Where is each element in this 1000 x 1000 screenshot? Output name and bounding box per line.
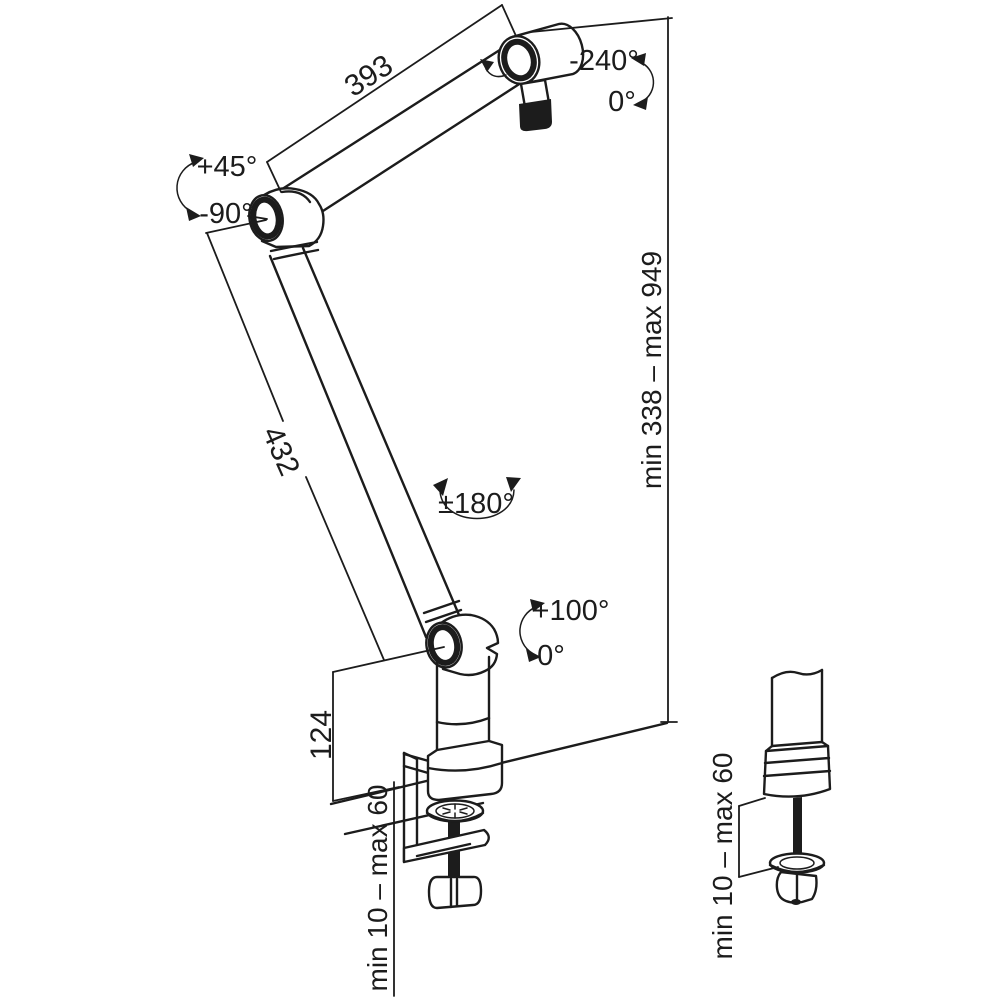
lower-joint — [425, 613, 500, 677]
swivel-arrow — [439, 489, 515, 520]
mic-rotation-arrowhead — [480, 59, 494, 72]
upper-arm — [274, 44, 526, 233]
clamp-pad-pattern — [442, 803, 468, 819]
base-rotation-arrow — [519, 606, 537, 654]
dim-lower-arm-label: 432 — [255, 422, 306, 481]
dim-base-height-label: 124 — [305, 710, 338, 760]
angle-elbow-up-label: +45° — [197, 151, 258, 183]
mic-thread-tip — [519, 99, 552, 132]
clamp-screw-assembly — [402, 799, 490, 910]
detail-column-break-line — [770, 668, 824, 680]
dim-detail-range-label: min 10 – max 60 — [707, 753, 738, 960]
dimension-lines — [205, 4, 678, 997]
mic-ring — [501, 38, 537, 82]
detail-nut-tip — [791, 899, 801, 905]
angle-base-zero-label: 0° — [537, 640, 565, 672]
angle-swivel-label: ±180° — [438, 488, 514, 520]
elbow-joint — [248, 187, 325, 261]
clamp-knob — [427, 875, 483, 910]
elbow-ring — [250, 196, 282, 240]
dim-clamp-range-label: min 10 – max 60 — [362, 785, 393, 992]
detail-threaded-rod — [793, 797, 802, 859]
base-column — [426, 655, 504, 802]
angle-base-max-label: +100° — [533, 595, 610, 627]
dim-height-range-label: min 338 – max 949 — [636, 251, 667, 489]
detail-grommet-mount: min 10 – max 60 — [707, 668, 832, 960]
mic-rotation-range-arrow — [639, 61, 655, 102]
column-collar — [435, 716, 491, 726]
mic-mount — [480, 22, 585, 132]
dim-upper-arm-label: 393 — [339, 49, 399, 104]
angle-mic-zero-label: 0° — [608, 86, 636, 118]
rotation-arrows — [176, 53, 655, 662]
angle-elbow-down-label: -90° — [199, 198, 253, 230]
lower-joint-ring — [427, 624, 461, 666]
elbow-rotation-arrow — [176, 161, 197, 213]
angle-mic-max-label: -240° — [569, 45, 639, 77]
lower-arm — [268, 246, 464, 639]
